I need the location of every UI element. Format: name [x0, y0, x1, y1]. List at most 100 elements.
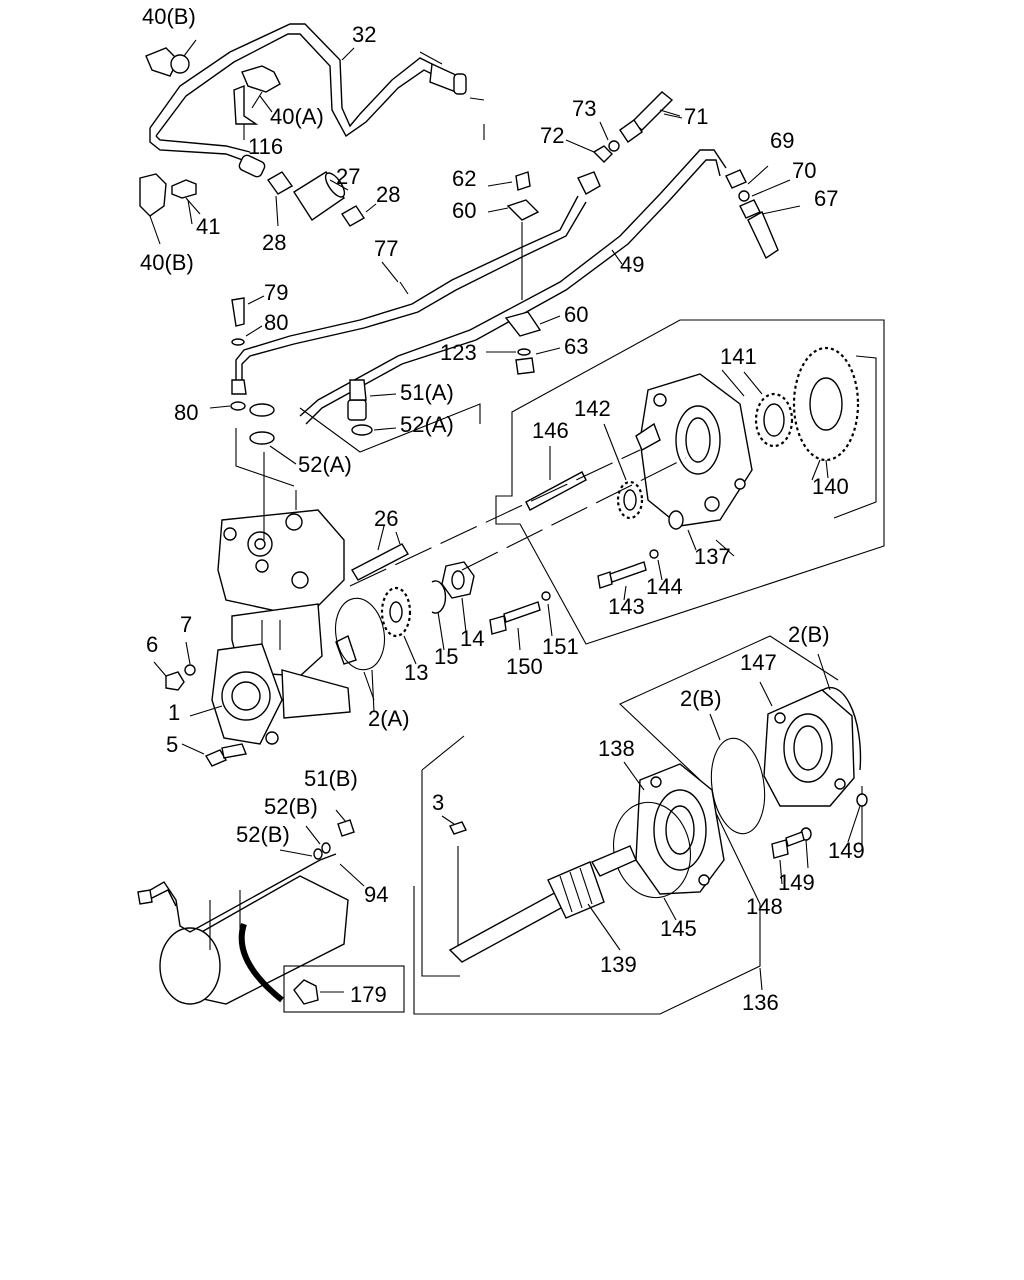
part-label-7: 7: [180, 612, 192, 637]
part-label-80-top: 80: [264, 310, 288, 335]
bolt-148: [771, 831, 805, 885]
nut-14: [441, 561, 475, 633]
housing-137: [635, 373, 753, 530]
leader-lines: [183, 39, 821, 701]
bolt-5: [181, 705, 247, 767]
assembly-frame-upper: [495, 319, 885, 645]
part-label-151: 151: [542, 634, 579, 659]
part-label-60-top: 60: [452, 198, 476, 223]
part-label-28-right: 28: [376, 182, 400, 207]
part-label-14: 14: [460, 626, 484, 651]
assembly-frame-inner: [421, 735, 465, 977]
fitting-72-73: [592, 140, 620, 163]
part-label-142: 142: [574, 396, 611, 421]
assembly-frame-gear: [833, 355, 877, 519]
part-label-149-right: 149: [828, 838, 865, 863]
pin-26: [351, 531, 409, 581]
part-label-77: 77: [374, 236, 398, 261]
part-label-71: 71: [684, 104, 708, 129]
clip-40b-left: [139, 173, 167, 245]
part-label-137: 137: [694, 544, 731, 569]
bolt-79: [209, 295, 265, 411]
air-compressor-1: [211, 452, 357, 745]
clip-40a: [241, 65, 281, 109]
pipe-77: [235, 171, 601, 382]
housing-138: [623, 761, 725, 895]
part-label-52a-right: 52(A): [400, 412, 454, 437]
part-label-40b-top: 40(B): [142, 4, 196, 29]
part-label-139: 139: [600, 952, 637, 977]
hose-27: [266, 171, 377, 227]
part-label-73: 73: [572, 96, 596, 121]
part-label-26: 26: [374, 506, 398, 531]
part-label-52b-top: 52(B): [264, 794, 318, 819]
leader-136: [759, 967, 763, 991]
gear-140: [792, 346, 860, 479]
part-label-2b-top: 2(B): [788, 622, 830, 647]
oring-2b-right: [817, 653, 862, 771]
part-label-51b: 51(B): [304, 766, 358, 791]
part-label-149-left: 149: [778, 870, 815, 895]
part-label-5: 5: [166, 732, 178, 757]
part-label-2a: 2(A): [368, 706, 410, 731]
shaft-139: [448, 845, 637, 963]
bolt-143-144: [597, 529, 697, 601]
part-label-148: 148: [746, 894, 783, 919]
oring-2a: [335, 597, 385, 713]
part-label-123: 123: [440, 340, 477, 365]
part-label-70: 70: [792, 158, 816, 183]
bracket-116: [233, 84, 259, 140]
part-label-69: 69: [770, 128, 794, 153]
plate-147: [759, 681, 855, 807]
part-label-40b-left: 40(B): [140, 250, 194, 275]
seal-141: [743, 371, 794, 448]
bolt-150-151: [489, 591, 553, 651]
part-label-79: 79: [264, 280, 288, 305]
part-label-146: 146: [532, 418, 569, 443]
stud-146: [525, 446, 587, 511]
part-label-67: 67: [814, 186, 838, 211]
part-label-138: 138: [598, 736, 635, 761]
part-label-32: 32: [352, 22, 376, 47]
part-label-141: 141: [720, 344, 757, 369]
part-label-62: 62: [452, 166, 476, 191]
inset-179: [283, 965, 405, 1013]
part-label-41: 41: [196, 214, 220, 239]
bolt-41: [171, 179, 201, 215]
part-label-143: 143: [608, 594, 645, 619]
part-label-63: 63: [564, 334, 588, 359]
part-label-52b-bot: 52(B): [236, 822, 290, 847]
part-label-2b-mid: 2(B): [680, 686, 722, 711]
nut-6: [153, 641, 196, 691]
part-label-179: 179: [350, 982, 387, 1007]
washer-149: [800, 793, 868, 869]
part-label-51a: 51(A): [400, 380, 454, 405]
part-label-60-mid: 60: [564, 302, 588, 327]
part-label-3: 3: [432, 790, 444, 815]
part-label-15: 15: [434, 644, 458, 669]
part-label-6: 6: [146, 632, 158, 657]
part-label-1: 1: [168, 700, 180, 725]
part-label-136: 136: [742, 990, 779, 1015]
part-label-28-left: 28: [262, 230, 286, 255]
bolt-51a: [347, 379, 397, 436]
part-label-144: 144: [646, 574, 683, 599]
part-label-13: 13: [404, 660, 428, 685]
leader-frame-compressor: [235, 403, 481, 487]
key-3: [441, 815, 467, 835]
part-label-140: 140: [812, 474, 849, 499]
part-label-116: 116: [248, 134, 283, 159]
part-label-80-left: 80: [174, 400, 198, 425]
part-label-49: 49: [620, 252, 644, 277]
gear-13: [380, 586, 417, 665]
clip-stack-60-62-63: [486, 171, 561, 375]
arrow-to-179: [238, 923, 284, 1003]
hose-67: [725, 165, 801, 260]
clip-40b-top: [145, 47, 190, 77]
part-label-150: 150: [506, 654, 543, 679]
leader-axis-upper: [349, 449, 687, 587]
pipe-32: [149, 23, 485, 178]
part-label-52a-mid: 52(A): [298, 452, 352, 477]
